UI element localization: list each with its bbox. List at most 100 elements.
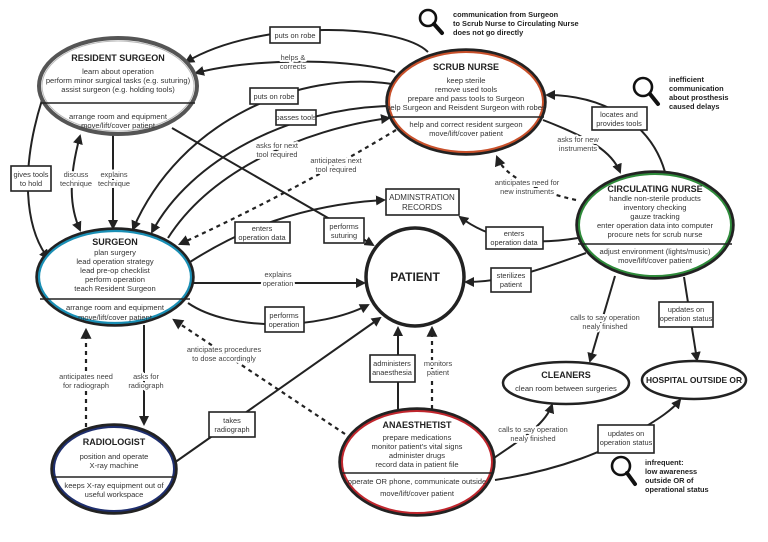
edge-label-helps-corrects: helps &corrects	[280, 53, 307, 71]
node-title: CLEANERS	[541, 370, 591, 380]
svg-text:puts on robe: puts on robe	[253, 92, 294, 101]
magnifier-icon	[418, 8, 444, 35]
edge-radiologist-takes-radiograph	[173, 316, 382, 464]
edge-scrub-anticipates-next-tool	[177, 129, 397, 246]
edge-discuss-technique	[70, 134, 83, 232]
node-title: CIRCULATING NURSE	[607, 184, 702, 194]
edge-label-puts-on-robe-resident: puts on robe	[269, 26, 321, 44]
magnifier-icon	[610, 455, 637, 486]
node-title: SURGEON	[92, 237, 138, 247]
node-title: ANAESTHETIST	[382, 420, 452, 430]
node-title: PATIENT	[390, 270, 440, 284]
node-circulating-nurse[interactable]: CIRCULATING NURSE handle non-sterile pro…	[575, 170, 735, 280]
svg-text:passes tools: passes tools	[275, 113, 316, 122]
edge-scrub-helps-resident	[194, 60, 396, 76]
edge-anaesthetist-anticipates-procedures	[172, 318, 346, 435]
svg-text:operate OR phone, communicate: operate OR phone, communicate outsidemov…	[348, 477, 486, 498]
node-hospital-outside-or[interactable]: HOSPITAL OUTSIDE OR	[640, 359, 748, 401]
edge-scrub-puts-on-robe-resident	[184, 29, 429, 64]
edges	[26, 29, 701, 481]
edge-circulating-calls-cleaners	[587, 275, 616, 363]
edge-label-passes-tools: passes tools	[275, 109, 317, 126]
node-title: RESIDENT SURGEON	[71, 53, 165, 63]
svg-text:clean room between surgeries: clean room between surgeries	[515, 384, 617, 393]
edge-scrub-puts-on-robe-surgeon	[131, 80, 393, 231]
node-title: SCRUB NURSE	[433, 62, 499, 72]
edge-anaesthetist-calls-cleaners	[493, 403, 555, 459]
svg-text:help and correct resident surg: help and correct resident surgeonmove/li…	[409, 120, 522, 138]
svg-text:puts on robe: puts on robe	[274, 31, 315, 40]
svg-text:adjust environment (lights/mus: adjust environment (lights/music)move/li…	[600, 247, 711, 265]
edge-label-puts-on-robe-surgeon: puts on robe	[249, 87, 299, 105]
edge-surgeon-asks-next-tool	[167, 114, 391, 239]
node-patient[interactable]: PATIENT	[364, 226, 466, 328]
node-title: RADIOLOGIST	[83, 437, 146, 447]
node-cleaners[interactable]: CLEANERS clean room between surgeries	[501, 360, 631, 406]
edge-scrub-passes-tools	[151, 105, 391, 234]
edge-circulating-anticipates-instruments	[495, 154, 577, 202]
edge-resident-gives-tools	[26, 99, 50, 260]
edge-scrub-asks-instruments	[542, 119, 622, 174]
node-title: HOSPITAL OUTSIDE OR	[646, 375, 742, 385]
edge-surgeon-enters-data	[189, 195, 386, 263]
